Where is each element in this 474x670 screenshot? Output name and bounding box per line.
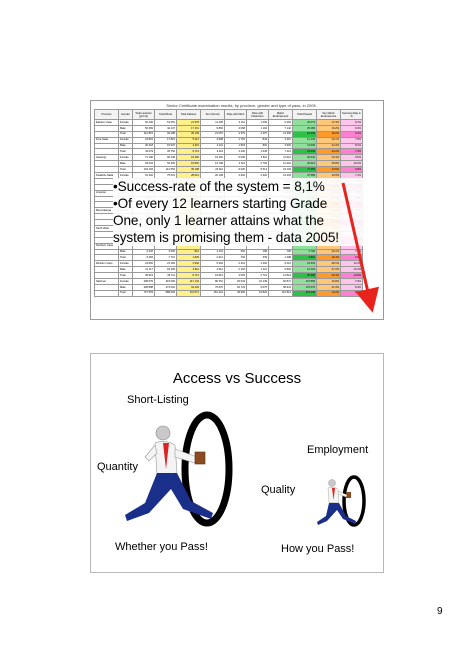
how-pass-label: How you Pass! [281,543,355,555]
businessman-hoop-large-icon [125,411,233,527]
quantity-label: Quantity [97,461,138,473]
employment-label: Employment [307,444,369,456]
table-cell: 6.3% [340,124,363,132]
finding-line: •Success-rate of the system = 8,1% [113,179,325,194]
short-listing-label: Short-Listing [127,394,189,406]
table-cell: 7.1% [340,172,363,179]
table-cell: 10.2% [340,160,363,168]
finding-line: •Of every 12 learners starting Grade [113,196,328,211]
businessman-hoop-small-icon [317,475,366,527]
page-number: 9 [437,606,443,617]
whether-pass-label: Whether you Pass! [115,541,208,553]
table-cell: 8.1% [340,142,363,150]
table-cell: 9.6% [340,154,363,162]
table-cell: 7.8% [340,136,363,144]
slide-access-vs-success: Access vs Success Short-Listing Employme… [90,353,384,573]
finding-line: One, only 1 learner attains what the [113,213,325,228]
quality-label: Quality [261,484,296,496]
table-title: Senior Certificate examination results, … [166,103,316,108]
table-cell: 9.9% [340,166,363,174]
key-findings-box: •Success-rate of the system = 8,1% •Of e… [113,178,383,246]
table-cell: 7.9% [340,148,363,156]
table-cell: 6.2% [340,130,363,138]
red-arrow-icon [341,182,380,313]
slide-results-table: Senior Certificate examination results, … [90,100,384,320]
column-header: Success Rate in % [340,109,363,120]
slide-title: Access vs Success [172,370,302,387]
finding-line: system is promising them - data 2005! [113,230,339,245]
